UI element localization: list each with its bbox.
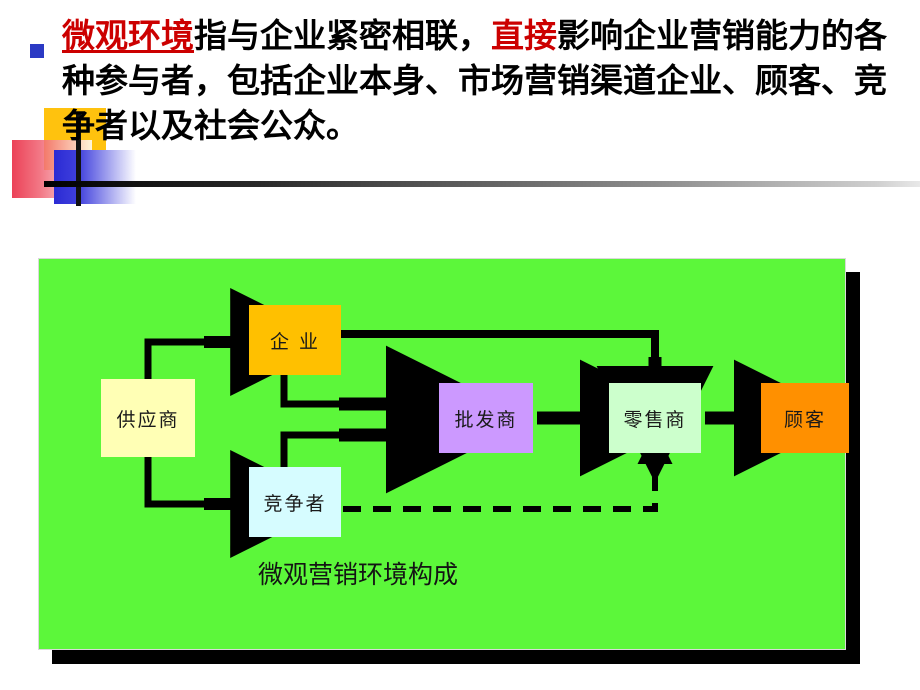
connector-supplier-to-firm [144, 288, 339, 396]
slide-headline-block: 微观环境指与企业紧密相联，直接影响企业营销能力的各种参与者，包括企业本身、市场营… [30, 14, 900, 149]
decorative-horizontal-rule [44, 181, 920, 187]
square-bullet-icon [30, 44, 44, 58]
connector-competitor-to-wholesaler [280, 376, 503, 494]
headline-text-part-2: 指与企业紧密相联， [194, 16, 491, 55]
connector-supplier-to-competitor [144, 450, 339, 558]
diagram-node-retailer[interactable]: 零售商 [609, 383, 701, 453]
diagram-node-wholesaler[interactable]: 批发商 [439, 383, 533, 453]
diagram-panel: 供应商 企 业 竞争者 批发商 零售商 顾客 微观营销环境构成 [38, 258, 851, 650]
headline-term-microenvironment: 微观环境 [62, 16, 194, 55]
headline-text-part-4: 影响企业营销能力的各种参与者，包括企业本身、市场营销渠道企业、顾客、竞争者以及社… [62, 16, 887, 145]
headline-paragraph: 微观环境指与企业紧密相联，直接影响企业营销能力的各种参与者，包括企业本身、市场营… [30, 14, 900, 149]
diagram-node-competitor[interactable]: 竞争者 [249, 467, 341, 537]
diagram-node-firm[interactable]: 企 业 [249, 305, 341, 375]
diagram-node-supplier[interactable]: 供应商 [101, 379, 195, 457]
connector-competitor-to-retailer-dashed [343, 429, 673, 512]
headline-term-direct: 直接 [491, 16, 557, 55]
connector-firm-to-retailer [338, 330, 714, 483]
diagram-caption: 微观营销环境构成 [257, 560, 458, 589]
decorative-blue-gradient-block [54, 150, 136, 204]
micro-environment-diagram: 供应商 企 业 竞争者 批发商 零售商 顾客 微观营销环境构成 [38, 258, 860, 664]
diagram-node-customer[interactable]: 顾客 [761, 383, 849, 453]
decorative-red-gradient-block [12, 140, 92, 198]
connector-firm-to-wholesaler [280, 345, 503, 463]
diagram-connector-layer [144, 288, 851, 558]
